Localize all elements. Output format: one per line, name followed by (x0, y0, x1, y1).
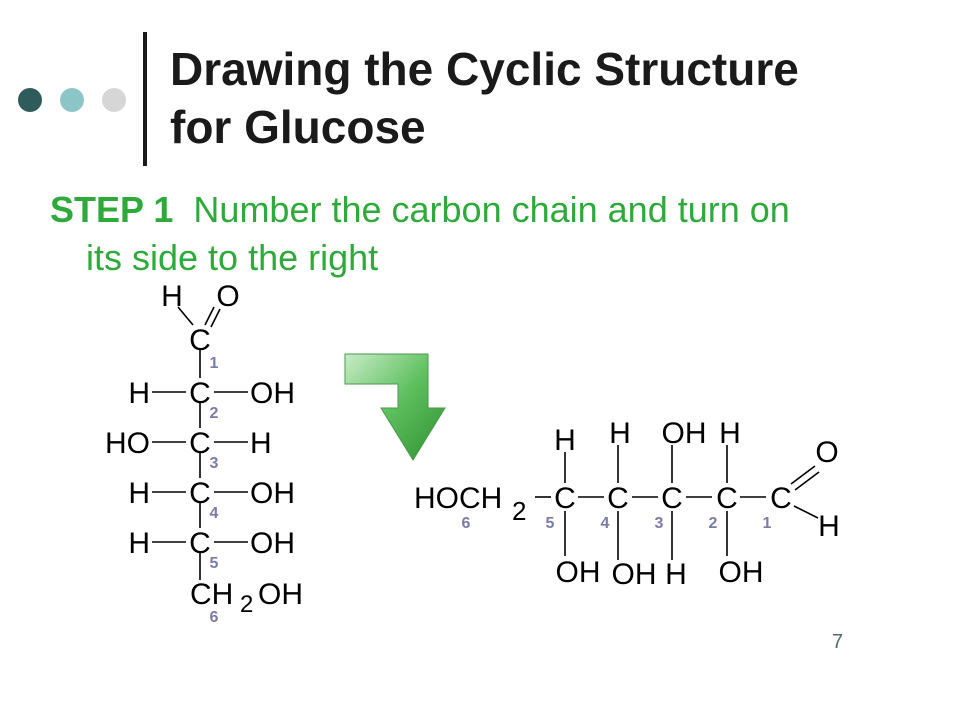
step-text-line-2: its side to the right (86, 237, 379, 278)
dot-mid (60, 88, 84, 112)
h-top-4: H (719, 417, 741, 450)
decorative-dots (18, 88, 128, 112)
v-number-3: 3 (210, 455, 219, 472)
v-row4-left: H (128, 527, 150, 560)
title-line-1: Drawing the Cyclic Structure (170, 43, 799, 95)
v-top-h: H (161, 280, 183, 313)
h-left-sub: 2 (512, 496, 526, 526)
v-top-o: O (216, 280, 239, 313)
title-line-2: for Glucose (170, 101, 426, 153)
v-number-1: 1 (210, 355, 219, 372)
v-bottom-ch: CH (190, 578, 233, 611)
v-bottom-sub: 2 (240, 591, 253, 618)
h-number-3: 3 (655, 515, 664, 532)
h-bottom-2: OH (612, 558, 657, 591)
v-row2-left: HO (105, 427, 150, 460)
h-bottom-1: OH (556, 556, 601, 589)
v-carbon-2: C (189, 377, 211, 410)
dot-light (102, 88, 126, 112)
vertical-glucose-structure: H O C C C C C H OH HO H H OH H OH CH 2 O… (105, 280, 303, 626)
dot-dark (18, 88, 42, 112)
h-number-4: 4 (601, 515, 610, 532)
h-number-6: 6 (462, 515, 471, 532)
step-instruction: STEP 1 Number the carbon chain and turn … (50, 186, 910, 282)
h-left-group: HOCH (414, 482, 502, 515)
v-carbon-aldehyde: C (189, 324, 211, 357)
h-carbon-3: C (661, 482, 683, 515)
h-bottom-4: OH (719, 556, 764, 589)
h-number-2: 2 (709, 515, 718, 532)
page-number: 7 (832, 631, 844, 653)
v-number-4: 4 (210, 505, 219, 522)
h-top-2: H (609, 417, 631, 450)
step-label: STEP 1 (50, 189, 174, 230)
v-row4-right: OH (250, 527, 295, 560)
v-row1-left: H (128, 377, 150, 410)
vertical-carbon-numbers: 1 2 3 4 5 6 (210, 355, 219, 626)
slide-title: Drawing the Cyclic Structure for Glucose (170, 40, 930, 156)
horizontal-carbon-numbers: 6 5 4 3 2 1 (462, 515, 772, 532)
h-carbon-1: C (770, 482, 792, 515)
v-row1-right: OH (250, 377, 295, 410)
h-carbon-5: C (554, 482, 576, 515)
h-carbon-4: C (607, 482, 629, 515)
title-divider (143, 32, 147, 166)
horizontal-bonds (535, 445, 820, 560)
h-top-3: OH (662, 417, 707, 450)
vertical-bonds (152, 306, 248, 580)
v-row3-left: H (128, 477, 150, 510)
h-end-h: H (818, 510, 840, 543)
h-end-o: O (815, 436, 838, 469)
v-carbon-5: C (189, 527, 211, 560)
v-carbon-3: C (189, 427, 211, 460)
v-number-5: 5 (210, 555, 219, 572)
h-number-1: 1 (763, 515, 772, 532)
h-number-5: 5 (546, 515, 555, 532)
h-bottom-3: H (665, 558, 687, 591)
turn-right-arrow (344, 353, 446, 461)
h-carbon-2: C (716, 482, 738, 515)
step-text-line-1: Number the carbon chain and turn on (193, 189, 790, 230)
v-number-2: 2 (210, 405, 219, 422)
horizontal-glucose-structure: HOCH 2 C C C C C H H OH H OH OH H OH O H… (414, 417, 840, 591)
v-number-6: 6 (210, 609, 219, 626)
v-row3-right: OH (250, 477, 295, 510)
v-carbon-4: C (189, 477, 211, 510)
v-row2-right: H (250, 427, 272, 460)
h-top-1: H (554, 424, 576, 457)
v-bottom-oh: OH (258, 578, 303, 611)
